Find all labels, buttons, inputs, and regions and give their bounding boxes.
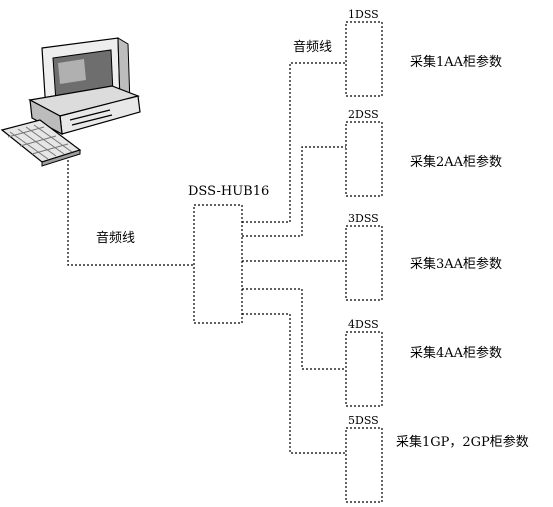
connection-2dss — [242, 146, 346, 237]
device-label: 3DSS — [348, 212, 379, 225]
desktop-computer-icon — [0, 37, 141, 167]
hub-label: DSS-HUB16 — [188, 184, 269, 199]
device-2dss: 2DSS 采集2AA柜参数 — [345, 108, 502, 197]
connection-1dss — [242, 62, 346, 223]
device-cable-label: 音频线 — [293, 39, 332, 55]
device-3dss: 3DSS 采集3AA柜参数 — [345, 212, 502, 301]
device-description: 采集3AA柜参数 — [410, 256, 502, 272]
device-label: 2DSS — [348, 108, 379, 121]
device-1dss: 1DSS 采集1AA柜参数 — [345, 8, 502, 97]
device-label: 5DSS — [348, 414, 379, 427]
device-label: 4DSS — [348, 318, 379, 331]
computer-cable-label: 音频线 — [96, 230, 135, 246]
computer-hub-cable — [67, 160, 194, 266]
connection-4dss — [242, 288, 346, 370]
device-box — [345, 331, 383, 407]
device-box — [345, 21, 383, 97]
device-description: 采集1GP，2GP柜参数 — [396, 434, 529, 450]
device-box — [345, 121, 383, 197]
device-label: 1DSS — [348, 8, 379, 21]
device-box — [345, 225, 383, 301]
hub-box — [193, 204, 243, 324]
connection-5dss — [242, 313, 346, 454]
device-4dss: 4DSS 采集4AA柜参数 — [345, 318, 502, 407]
device-description: 采集1AA柜参数 — [410, 54, 502, 70]
device-5dss: 5DSS 采集1GP，2GP柜参数 — [345, 414, 529, 503]
device-description: 采集2AA柜参数 — [410, 154, 502, 170]
device-box — [345, 427, 383, 503]
device-description: 采集4AA柜参数 — [410, 345, 502, 361]
